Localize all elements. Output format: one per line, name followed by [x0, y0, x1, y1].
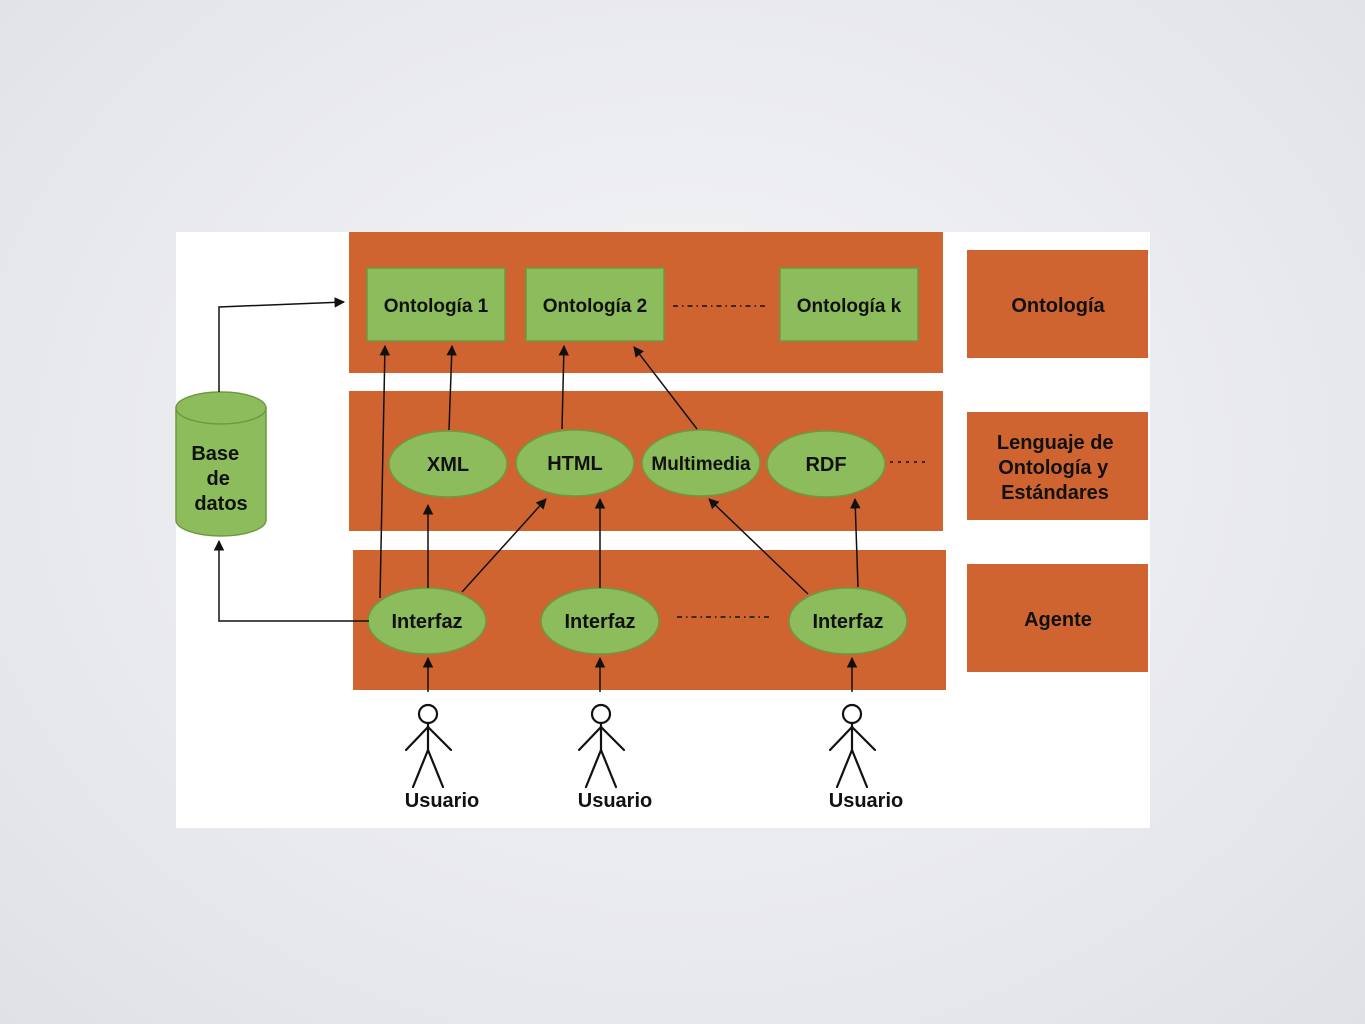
- legend-lenguaje-label: Lenguaje de Ontología y Estándares: [997, 432, 1119, 504]
- usuario-2-figure-icon: [577, 703, 626, 789]
- usuario-1-label: Usuario: [405, 790, 479, 812]
- multimedia-node: [641, 429, 761, 497]
- base-de-datos-label: Base de datos: [191, 443, 247, 515]
- arrow-interfaz1-to-html: [461, 498, 547, 593]
- arrow-interfaz3-to-multimedia: [708, 498, 809, 595]
- arrow-interfaz-to-db: [213, 539, 369, 622]
- rdf-label: RDF: [805, 454, 846, 476]
- interfaz-1-label: Interfaz: [391, 611, 462, 633]
- interfaz-3-node: [788, 587, 908, 655]
- ontologia-k-box: [779, 267, 919, 342]
- connector-arrows: [213, 297, 861, 692]
- usuario-2-label: Usuario: [578, 790, 652, 812]
- legend-ontologia-box: [967, 250, 1148, 358]
- arrow-interfaz3-to-rdf: [850, 497, 861, 588]
- legend-agente-label: Agente: [1024, 609, 1092, 631]
- arrow-interfaz1-to-ontologia1: [379, 344, 391, 599]
- arrow-db-to-ontologia: [218, 297, 346, 392]
- xml-label: XML: [427, 454, 469, 476]
- ontologia-2-label: Ontología 2: [543, 296, 648, 317]
- usuario-1-figure-icon: [404, 703, 453, 789]
- html-node: [515, 429, 635, 497]
- xml-node: [388, 430, 508, 498]
- base-de-datos: Base de datos: [175, 391, 267, 537]
- ontologia-2-box: [525, 267, 665, 342]
- arrow-multimedia-to-ontologia2: [633, 346, 698, 430]
- interfaz-2-label: Interfaz: [564, 611, 635, 633]
- rdf-node: [766, 430, 886, 498]
- legend-ontologia-label: Ontología: [1011, 295, 1105, 317]
- legend-agente-box: [967, 564, 1148, 672]
- legend-lenguaje-box: [967, 412, 1148, 520]
- usuario-3-label: Usuario: [829, 790, 903, 812]
- ontologia-1-label: Ontología 1: [384, 296, 489, 317]
- arrow-xml-to-ontologia1: [446, 344, 457, 431]
- ontologia-1-box: [366, 267, 506, 342]
- arrow-html-to-ontologia2: [558, 344, 570, 430]
- html-label: HTML: [547, 453, 603, 475]
- usuario-3-figure-icon: [828, 703, 877, 789]
- ontologia-k-label: Ontología k: [797, 296, 902, 317]
- interfaz-3-label: Interfaz: [812, 611, 883, 633]
- multimedia-label: Multimedia: [651, 454, 751, 475]
